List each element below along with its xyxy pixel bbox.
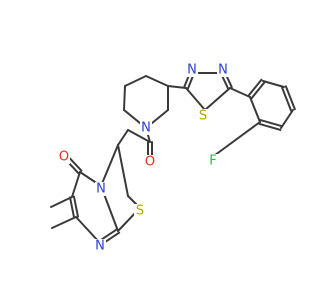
bond-layer (50, 71, 296, 246)
bond-B6-F (210, 121, 261, 159)
atom-n-thiadiazole-right: N (218, 63, 228, 78)
label-halo (134, 204, 146, 218)
label-halo (197, 109, 209, 123)
atom-f: F (209, 154, 216, 169)
bond-B1-B2-b (250, 81, 266, 100)
molecule-structure: O O N N N S S N N F (50, 63, 296, 254)
bond-C4-C5 (145, 75, 169, 87)
atom-n-pyrimidine-fused: N (96, 182, 106, 197)
bond-B2-B3 (262, 80, 285, 88)
label-halo (144, 155, 156, 169)
bond-C6p-N_py (75, 216, 101, 244)
bond-C4p-C5p (71, 171, 81, 198)
atom-label-layer: O O N N N S S N N F (58, 63, 229, 254)
label-halo (95, 182, 107, 196)
label-halo (207, 154, 219, 168)
bond-B3-B4-a (284, 85, 296, 111)
bond-B5-B6-a (258, 122, 282, 131)
bond-Ctd2-B1 (229, 87, 251, 98)
bond-B3-B4-b (281, 86, 293, 112)
bond-B5-B6-b (259, 119, 283, 128)
atom-s-thiadiazole: S (199, 109, 207, 124)
label-halo (94, 239, 106, 253)
label-halo (58, 150, 70, 164)
bond-B1-B2-a (247, 78, 263, 97)
bond-C5-Ctd1 (167, 85, 187, 89)
bond-Std-Ctd2 (204, 87, 231, 111)
bond-B4-B5 (280, 109, 294, 129)
atom-o-ketone: O (145, 155, 155, 170)
atom-o-lactam: O (59, 150, 69, 165)
bond-C3t-C2t (117, 144, 129, 197)
bond-C_co-C_ch2 (127, 129, 151, 143)
bond-C3t-N3 (100, 144, 119, 187)
atom-n-thiadiazole-left: N (187, 63, 197, 78)
label-halo (140, 121, 152, 135)
bond-C2-C3 (123, 85, 126, 111)
label-halo (217, 63, 229, 77)
bond-Ctd1-Std (185, 87, 206, 111)
label-halo (186, 63, 198, 77)
atom-n-piperidine: N (141, 121, 151, 136)
bond-C3-C4 (124, 75, 147, 87)
bond-C6p-Me6 (51, 216, 77, 229)
atom-n-pyrimidine: N (95, 239, 105, 254)
bond-C5p-C6p-b (69, 196, 76, 219)
bond-C_ch2-C3t (117, 129, 129, 146)
atom-s-thiazolidine: S (136, 204, 144, 219)
bond-B6-B1 (249, 96, 261, 123)
bond-C5p-C6p-a (72, 195, 79, 218)
bond-C5p-Me5 (50, 196, 73, 208)
